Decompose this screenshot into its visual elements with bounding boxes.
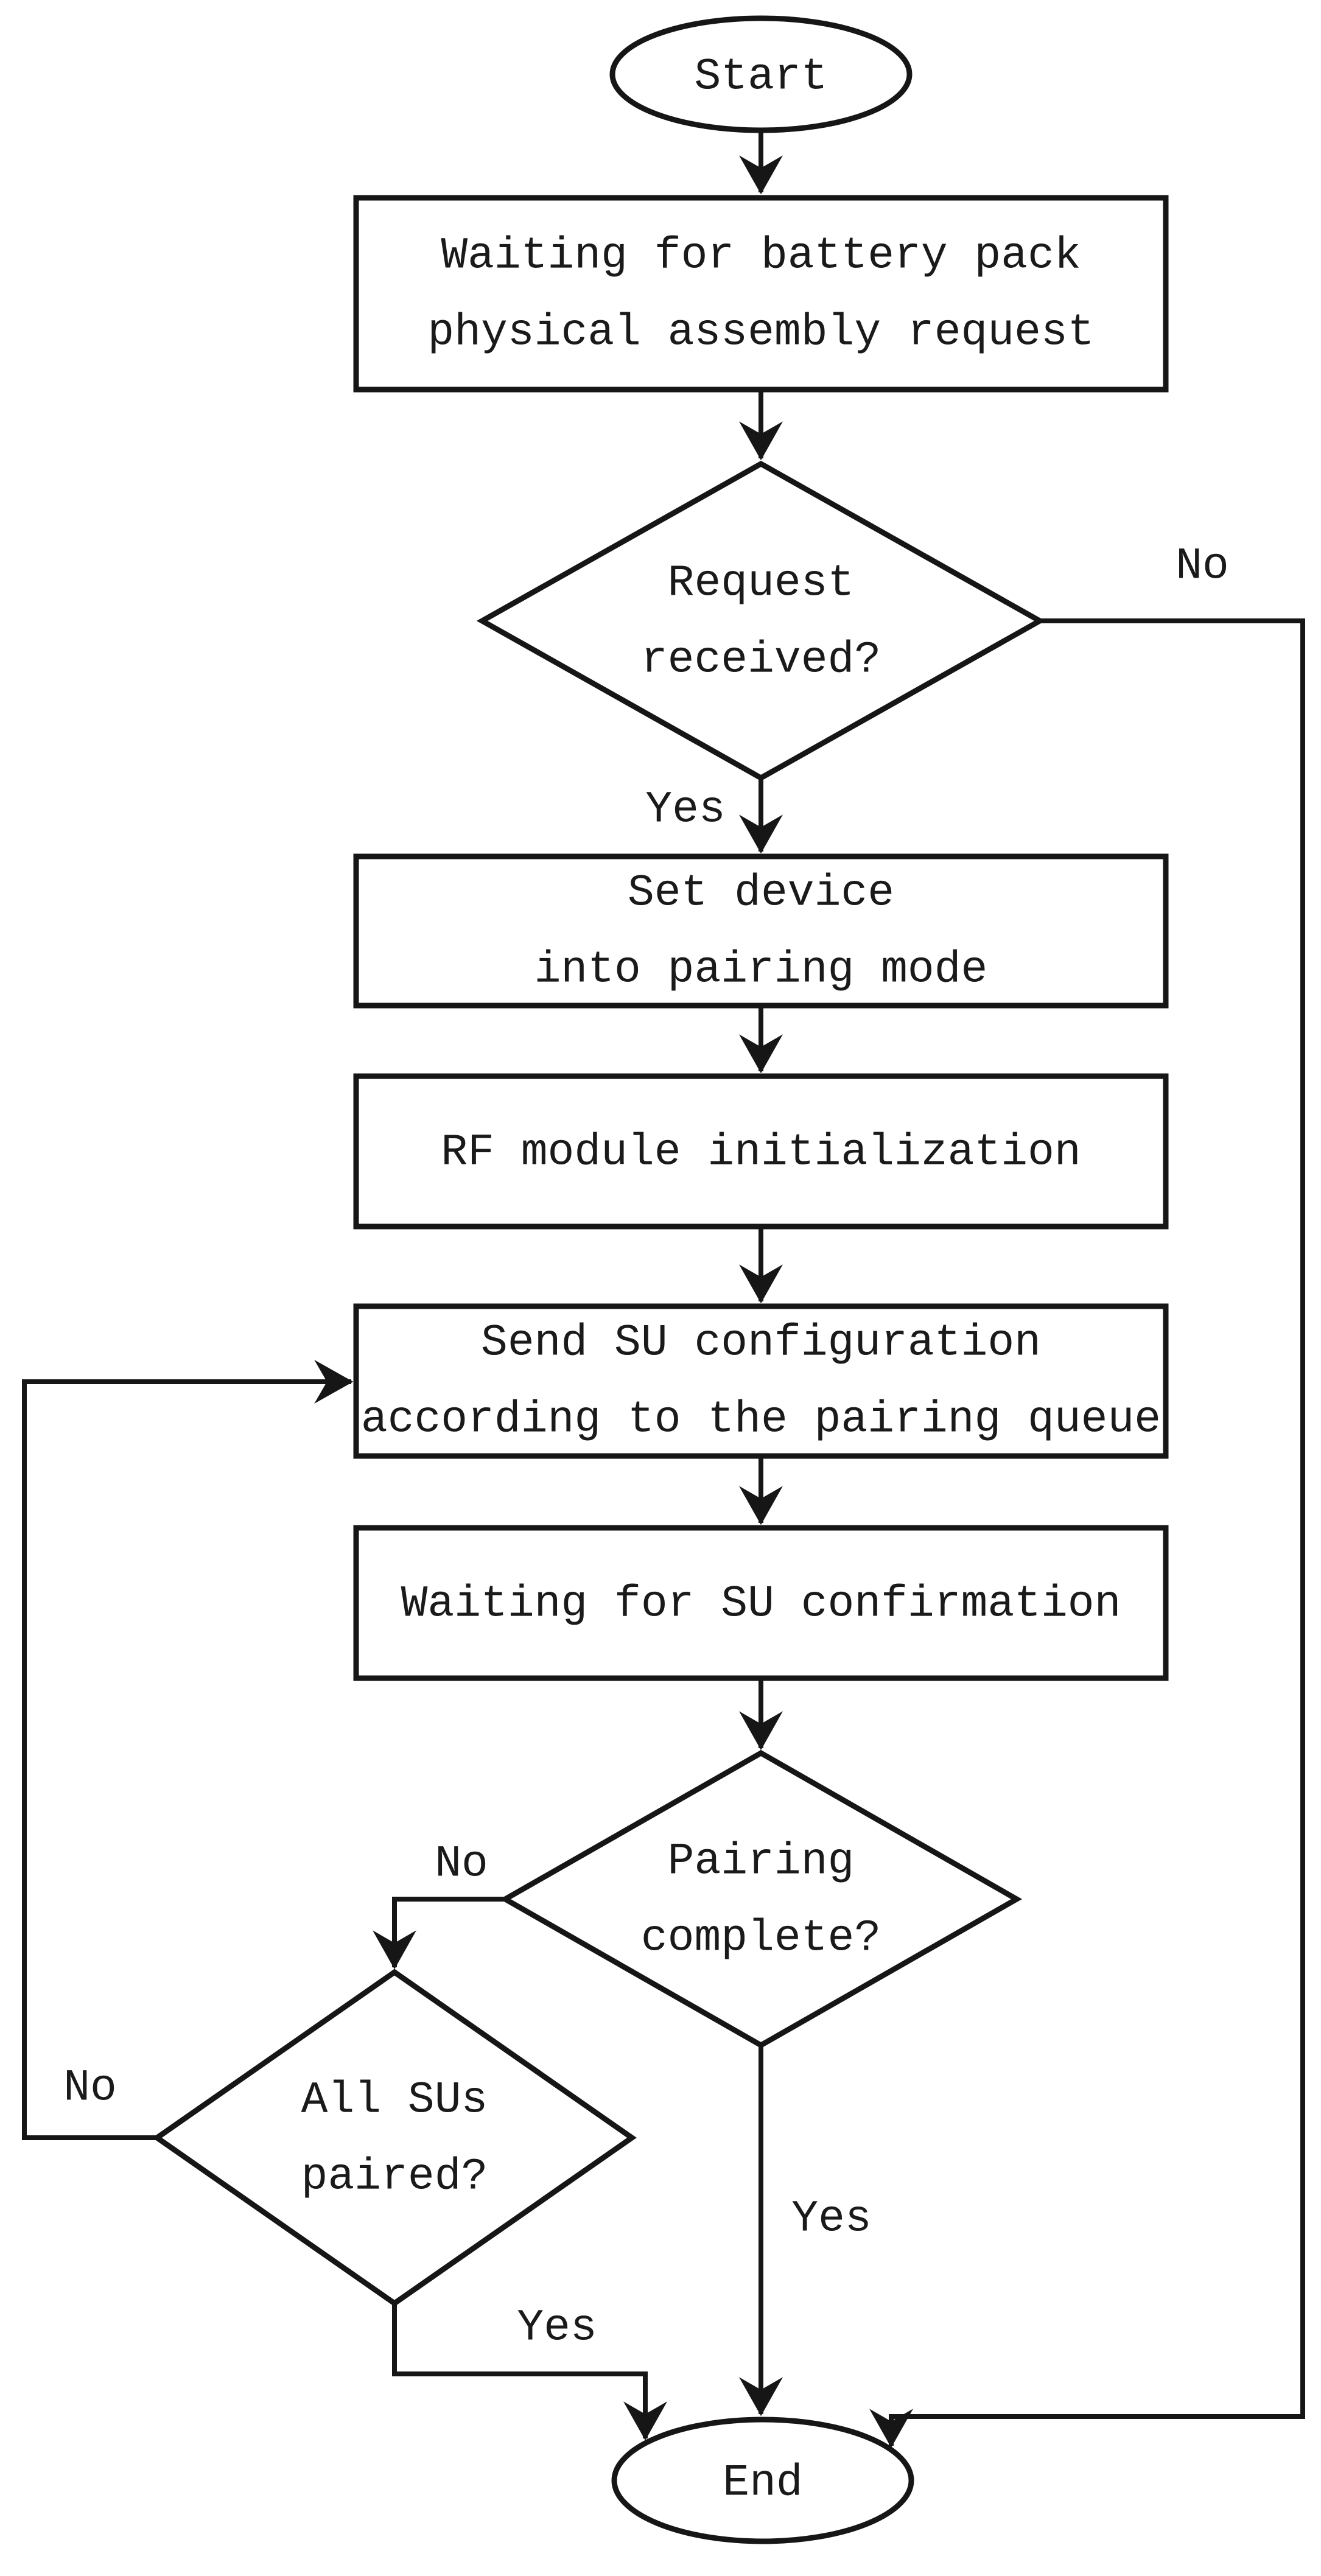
end-ellipse [611,2417,914,2544]
wait-request-box [353,195,1169,393]
edge-pairing-complete-no [373,1897,505,1970]
label-pairing-complete-yes: Yes [791,2194,871,2244]
all-sus-paired-label-line2: paired? [301,2152,488,2202]
send-config-box [353,1303,1169,1459]
all-sus-paired-diamond [152,1969,637,2307]
wait-request-label-line1: Waiting for battery pack [441,231,1081,281]
start-ellipse [609,15,913,133]
edge-all-sus-paired-no-loop [22,1360,354,2140]
request-received-label-line1: Request [668,558,855,609]
decision-all-sus-paired: All SUs paired? [152,1969,637,2307]
rf-init-label: RF module initialization [441,1127,1081,1178]
edges [22,130,1305,2448]
pairing-complete-label-line1: Pairing [668,1836,855,1887]
process-rf-init: RF module initialization [353,1073,1169,1230]
rf-init-box [353,1073,1169,1230]
label-all-sus-paired-no: No [63,2063,117,2113]
process-send-config: Send SU configuration according to the p… [353,1303,1169,1459]
set-pairing-mode-label-line1: Set device [628,868,894,919]
send-config-label-line1: Send SU configuration [481,1318,1041,1368]
end-label: End [723,2458,802,2508]
process-wait-request: Waiting for battery pack physical assemb… [353,195,1169,393]
edge-all-sus-paired-yes-to-end [392,2303,667,2441]
decision-request-received: Request received? [476,460,1046,782]
end-terminator: End [611,2417,914,2544]
start-terminator: Start [609,15,913,133]
wait-confirmation-label: Waiting for SU confirmation [401,1579,1121,1629]
start-label: Start [694,52,827,102]
wait-request-label-line2: physical assembly request [427,307,1094,358]
send-config-label-line2: according to the pairing queue [361,1395,1161,1445]
wait-confirmation-box [353,1525,1169,1681]
edge-request-received-no-to-end [869,618,1305,2448]
request-received-diamond [476,460,1046,782]
decision-pairing-complete: Pairing complete? [499,1749,1023,2049]
label-request-received-no: No [1176,541,1229,592]
label-all-sus-paired-yes: Yes [517,2303,597,2353]
set-pairing-mode-label-line2: into pairing mode [534,945,988,995]
set-pairing-mode-box [353,853,1169,1009]
all-sus-paired-label-line1: All SUs [301,2075,488,2126]
process-set-pairing-mode: Set device into pairing mode [353,853,1169,1009]
pairing-complete-label-line2: complete? [641,1913,881,1964]
pairing-complete-diamond [499,1749,1023,2049]
request-received-label-line2: received? [641,635,881,685]
process-wait-confirmation: Waiting for SU confirmation [353,1525,1169,1681]
label-pairing-complete-no: No [435,1839,488,1889]
label-request-received-yes: Yes [645,785,725,835]
edge-labels: No Yes No Yes No Yes [63,541,1229,2353]
